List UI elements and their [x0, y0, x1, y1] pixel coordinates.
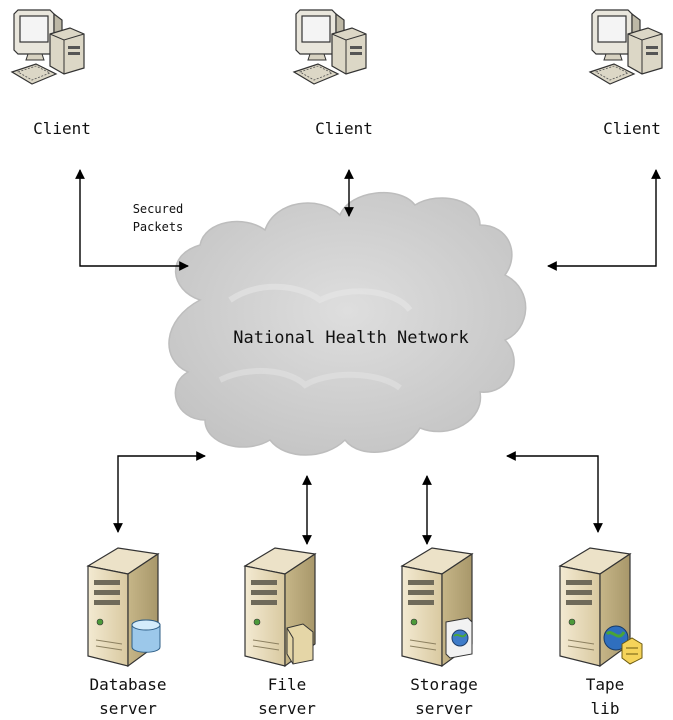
client-3-icon — [589, 9, 663, 85]
client-2-label: Client — [315, 119, 373, 138]
storage-server-icon — [401, 547, 473, 667]
file-server-icon — [244, 547, 316, 667]
network-cloud — [168, 192, 527, 456]
database-server-label-line-2: server — [99, 699, 157, 718]
client-1-link-arrow — [75, 169, 189, 271]
network-label: National Health Network — [233, 328, 468, 348]
database-server-label-line-1: Database — [89, 675, 166, 694]
database-server-link-arrow — [113, 451, 206, 533]
storage-server-label-line-1: Storage — [410, 675, 477, 694]
file-server-label-line-1: File — [268, 675, 307, 694]
client-2-icon — [293, 9, 367, 85]
file-server-label-line-2: server — [258, 699, 316, 718]
tape-lib-label-line-2: lib — [591, 699, 620, 718]
client-3-link-arrow — [547, 169, 661, 271]
client-1-label: Client — [33, 119, 91, 138]
tape-lib-label-line-1: Tape — [586, 675, 625, 694]
storage-server-label-line-2: server — [415, 699, 473, 718]
tape-lib-link-arrow — [506, 451, 603, 533]
client-1-icon — [11, 9, 85, 85]
tape-library-icon — [559, 547, 643, 667]
edge-label-line-2: Packets — [133, 220, 184, 234]
client-3-label: Client — [603, 119, 661, 138]
edge-label-line-1: Secured — [133, 202, 184, 216]
database-server-icon — [87, 547, 161, 667]
